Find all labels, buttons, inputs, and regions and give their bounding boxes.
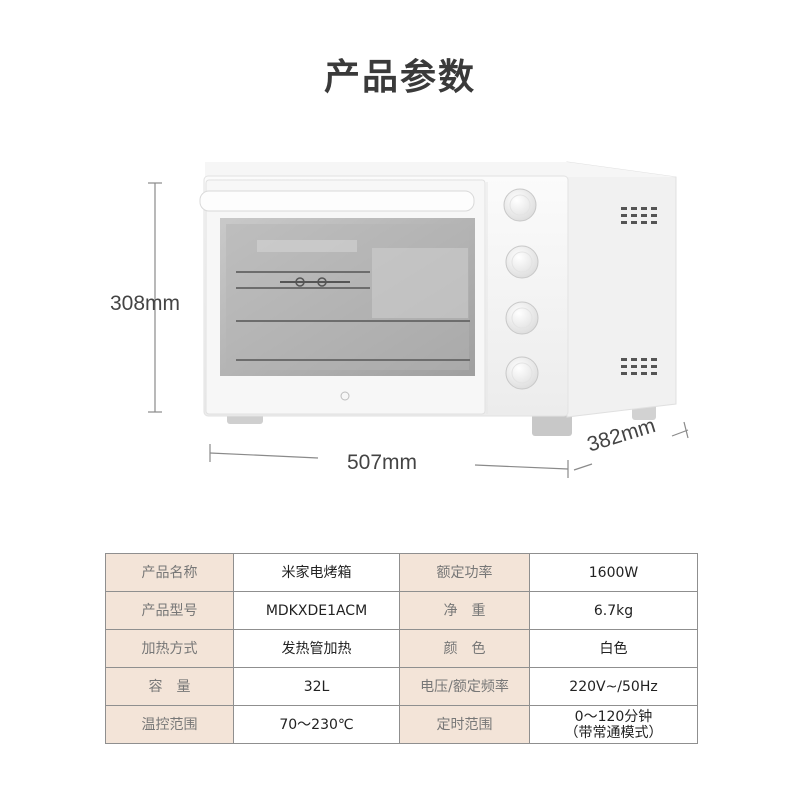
spec-value: 白色 — [529, 629, 698, 668]
spec-label: 加热方式 — [105, 629, 234, 668]
oven-racks — [236, 271, 470, 361]
depth-dimension-line — [573, 421, 689, 471]
height-dimension-label: 308mm — [110, 292, 181, 315]
spec-value: 220V~/50Hz — [529, 667, 698, 706]
spec-value: 米家电烤箱 — [233, 553, 400, 592]
spec-label: 额定功率 — [399, 553, 530, 592]
oven-side-panel — [566, 161, 677, 418]
spec-value: 32L — [233, 667, 400, 706]
spec-value: 70～230℃ — [233, 705, 400, 744]
table-row: 产品型号 MDKXDE1ACM 净 重 6.7kg — [105, 591, 698, 630]
spec-value: 发热管加热 — [233, 629, 400, 668]
oven-illustration — [148, 161, 689, 478]
page-title: 产品参数 — [323, 57, 476, 98]
knob-4 — [505, 356, 539, 390]
spec-label: 产品型号 — [105, 591, 234, 630]
width-dimension-line — [209, 444, 569, 478]
table-row: 容 量 32L 电压/额定频率 220V~/50Hz — [105, 667, 698, 706]
spec-label: 颜 色 — [399, 629, 530, 668]
spec-value: 1600W — [529, 553, 698, 592]
spec-value-line: 0～120分钟 — [574, 708, 653, 725]
side-vents-top — [621, 207, 657, 224]
spec-value-line: （带常通模式） — [564, 724, 663, 741]
height-dimension-line — [148, 182, 162, 413]
rotisserie — [280, 277, 350, 287]
spec-label: 净 重 — [399, 591, 530, 630]
spec-value: MDKXDE1ACM — [233, 591, 400, 630]
width-dimension-label: 507mm — [347, 451, 418, 474]
spec-label: 定时范围 — [399, 705, 530, 744]
table-row: 产品名称 米家电烤箱 额定功率 1600W — [105, 553, 698, 592]
oven-top-panel — [205, 162, 676, 177]
side-vents-bottom — [621, 358, 657, 375]
spec-label: 产品名称 — [105, 553, 234, 592]
spec-label: 温控范围 — [105, 705, 234, 744]
spec-table: 产品名称 米家电烤箱 额定功率 1600W 产品型号 MDKXDE1ACM 净 … — [105, 553, 698, 744]
spec-label: 电压/额定频率 — [399, 667, 530, 706]
table-row: 温控范围 70～230℃ 定时范围 0～120分钟 （带常通模式） — [105, 705, 698, 744]
oven-foot-right — [532, 414, 572, 436]
table-row: 加热方式 发热管加热 颜 色 白色 — [105, 629, 698, 668]
spec-value-multiline: 0～120分钟 （带常通模式） — [529, 705, 698, 744]
oven-handle — [199, 190, 475, 212]
mi-logo — [340, 391, 350, 401]
knob-1 — [503, 188, 537, 222]
knob-2 — [505, 245, 539, 279]
knob-3 — [505, 301, 539, 335]
spec-value: 6.7kg — [529, 591, 698, 630]
spec-label: 容 量 — [105, 667, 234, 706]
